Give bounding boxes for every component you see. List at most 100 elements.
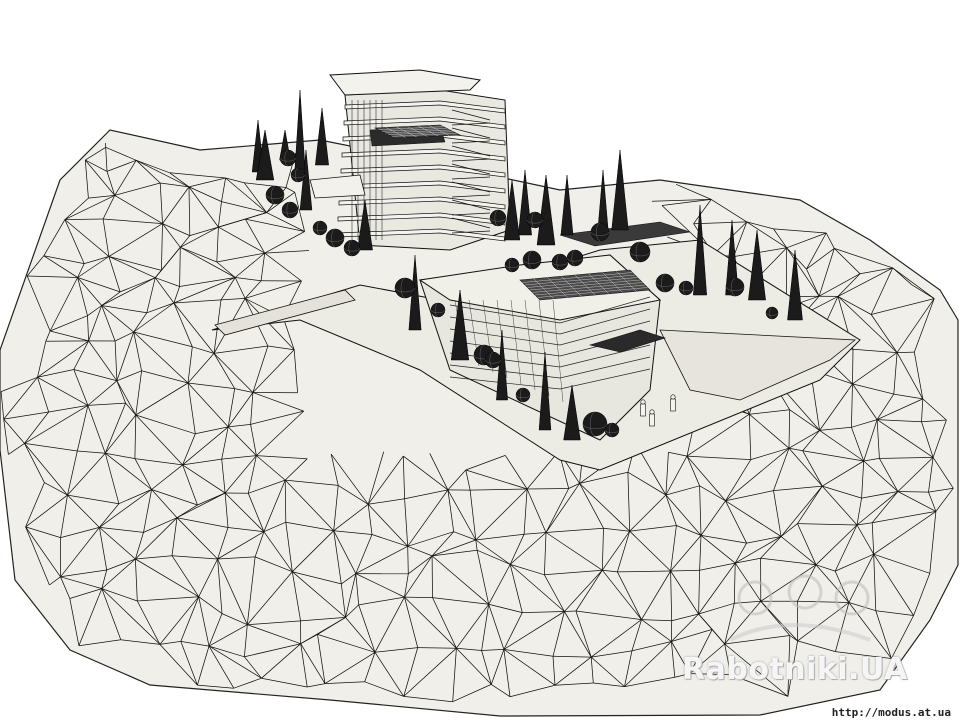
mesh-edge — [77, 277, 121, 293]
mesh-edge — [135, 160, 161, 184]
mesh-edge — [631, 619, 642, 652]
mesh-edge — [43, 255, 78, 278]
mesh-edge — [686, 455, 726, 502]
watermark-url: http://modus.at.ua — [828, 706, 954, 719]
mesh-edge — [252, 349, 295, 393]
mesh-edge — [187, 346, 193, 384]
mesh-edge — [154, 277, 175, 304]
mesh-edge — [928, 491, 937, 512]
mesh-edge — [266, 212, 305, 232]
mesh-edge — [3, 377, 38, 420]
mesh-edge — [285, 522, 293, 572]
round-shrub — [678, 280, 694, 296]
mesh-edge — [802, 430, 820, 452]
mesh-edge — [179, 247, 181, 287]
mesh-edge — [852, 383, 894, 395]
mesh-edge — [180, 641, 198, 686]
mesh-edge — [367, 504, 373, 535]
mesh-edge — [735, 536, 782, 564]
mesh-edge — [355, 573, 360, 605]
mesh-edge — [0, 376, 38, 392]
mesh-edge — [780, 536, 817, 566]
mesh-edge — [159, 596, 199, 645]
mesh-edge — [852, 348, 898, 353]
mesh-edge — [77, 277, 102, 306]
mesh-edge — [815, 524, 858, 566]
people-figures — [640, 394, 676, 427]
cypress-tree — [563, 384, 581, 441]
mesh-edge — [602, 569, 618, 573]
mesh-edge — [88, 305, 103, 342]
round-shrub — [265, 185, 285, 205]
mesh-edge — [699, 535, 702, 571]
mesh-edge — [921, 398, 924, 422]
canopy-right — [588, 329, 666, 353]
stair-flight — [451, 212, 491, 216]
mesh-edge — [261, 677, 308, 688]
mesh-edge — [879, 458, 899, 492]
floor-slab — [343, 116, 506, 130]
round-shrub — [281, 201, 299, 219]
mesh-edge — [105, 452, 152, 490]
mesh-edge — [402, 456, 405, 499]
mesh-edge — [250, 410, 304, 425]
mesh-edge — [746, 221, 787, 249]
mesh-edge — [108, 256, 156, 279]
mesh-edge — [689, 643, 725, 674]
mesh-edge — [797, 523, 858, 526]
mesh-edge — [25, 482, 45, 528]
mesh-edge — [802, 450, 823, 487]
shrub-wire — [590, 222, 610, 242]
mesh-edge — [247, 493, 265, 532]
mesh-edge — [590, 657, 594, 684]
mesh-edge — [861, 460, 865, 499]
mesh-edge — [256, 410, 304, 456]
mesh-edge — [674, 673, 691, 678]
mesh-edge — [665, 485, 700, 496]
mesh-edge — [64, 218, 104, 220]
floor-line — [449, 356, 651, 379]
shrub-wire — [265, 185, 285, 205]
mesh-edge — [307, 683, 326, 688]
mesh-edge — [8, 443, 25, 455]
round-shrub — [765, 306, 779, 320]
mesh-edge — [245, 212, 267, 220]
mesh-edge — [221, 177, 226, 202]
mesh-edge — [526, 488, 547, 533]
mesh-edge — [671, 613, 699, 622]
grid-line — [602, 272, 623, 293]
mesh-edge — [333, 530, 357, 574]
stair-flight — [451, 176, 491, 180]
mesh-edge — [256, 455, 308, 460]
mesh-edge — [848, 602, 892, 659]
mesh-edge — [220, 298, 246, 301]
mesh-edge — [851, 419, 878, 428]
mesh-edge — [734, 542, 747, 564]
mesh-edge — [417, 647, 457, 649]
mesh-edge — [78, 639, 121, 647]
mesh-edge — [456, 604, 490, 649]
mesh-edge — [87, 315, 89, 341]
mesh-edge — [3, 418, 25, 444]
stair-flight — [451, 181, 491, 193]
mesh-edge — [552, 656, 556, 686]
mesh-edge — [64, 219, 110, 257]
mesh-edge — [700, 500, 726, 536]
mesh-edge — [725, 500, 747, 544]
mesh-edge — [806, 268, 820, 297]
mesh-edge — [786, 247, 807, 270]
mesh-edge — [601, 530, 631, 571]
mesh-edge — [818, 248, 835, 297]
mesh-edge — [552, 611, 565, 657]
mesh-edge — [43, 219, 66, 256]
mesh-edge — [64, 195, 115, 220]
mesh-edge — [116, 380, 126, 404]
mesh-edge — [859, 267, 893, 275]
mesh-edge — [77, 256, 110, 278]
mesh-edge — [802, 450, 864, 462]
mesh-edge — [246, 556, 256, 625]
mesh-edge — [724, 643, 789, 697]
mesh-edge — [700, 535, 736, 564]
cypress-tree — [450, 289, 470, 361]
mesh-edge — [476, 549, 511, 565]
